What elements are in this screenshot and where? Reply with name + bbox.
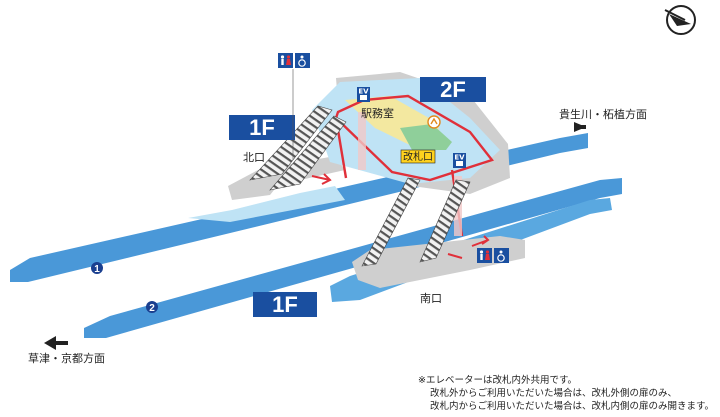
arrow-icon xyxy=(447,253,463,259)
track-2-number: 2 xyxy=(149,303,155,314)
direction-east-label: 貴生川・柘植方面 xyxy=(559,107,647,121)
note-line-1: ※エレベーターは改札内外共用です。 xyxy=(418,375,578,386)
elevator-icon: EV xyxy=(453,153,466,168)
ticket-gate-area xyxy=(400,124,452,150)
staircase-south-1 xyxy=(361,177,421,267)
north-concourse xyxy=(188,186,345,222)
wheelchair-icon xyxy=(295,53,310,68)
route-loop xyxy=(334,94,495,182)
arrow-icon xyxy=(44,336,68,350)
svg-text:1F: 1F xyxy=(249,115,275,140)
restroom-icon xyxy=(278,53,293,68)
track-1-number: 1 xyxy=(94,264,100,275)
svg-text:1F: 1F xyxy=(272,292,298,317)
compass-icon xyxy=(664,5,696,35)
svg-text:改札口: 改札口 xyxy=(403,150,433,163)
staircase-north-2 xyxy=(269,115,347,191)
svg-text:EV: EV xyxy=(454,154,465,162)
track-1-badge xyxy=(91,262,103,274)
floor-badge-1f-upper: 1F xyxy=(229,115,295,140)
arrow-icon xyxy=(574,122,586,132)
restroom-icon xyxy=(477,248,492,263)
north-exit-label: 北口 xyxy=(243,151,265,164)
track-2-badge xyxy=(146,301,158,313)
south-exit-label: 南口 xyxy=(420,292,442,305)
elevator-note: ※エレベーターは改札内外共用です。 改札外からご利用いただいた場合は、改札外側の… xyxy=(418,374,714,413)
arrow-icon xyxy=(311,173,332,185)
station-office-label: 駅務室 xyxy=(361,106,394,120)
svg-text:2F: 2F xyxy=(440,77,466,102)
direction-west-label: 草津・京都方面 xyxy=(28,351,105,365)
ticket-gate-badge: 改札口 xyxy=(400,149,436,164)
note-line-2: 改札外からご利用いただいた場合は、改札外側の扉のみ、 xyxy=(430,388,678,399)
station-office-icon xyxy=(427,115,441,129)
svg-text:EV: EV xyxy=(358,88,369,96)
staircase-south-2 xyxy=(419,179,471,263)
track-2-band xyxy=(84,178,622,338)
arrow-icon xyxy=(471,235,490,247)
elevator-icon: EV xyxy=(357,87,370,102)
note-line-3: 改札内からご利用いただいた場合は、改札内側の扉のみ開きます。 xyxy=(430,401,715,412)
wheelchair-icon xyxy=(494,248,509,263)
elevator-shaft-north xyxy=(358,112,366,170)
staircase-north-1 xyxy=(249,105,333,181)
floor-badge-2f: 2F xyxy=(420,77,486,102)
floor-badge-1f-lower: 1F xyxy=(253,292,317,317)
